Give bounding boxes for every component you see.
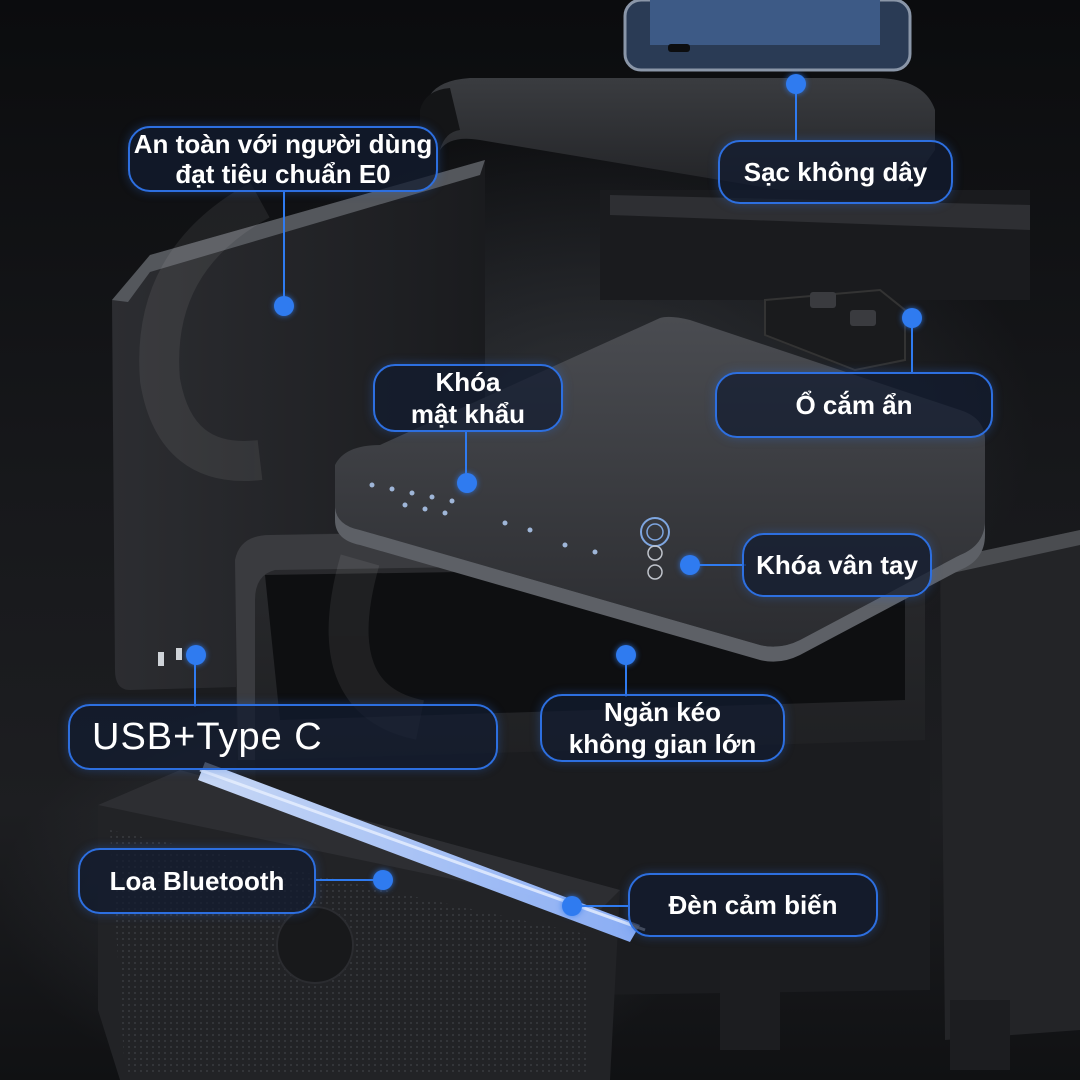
phone-graphic bbox=[623, 0, 912, 72]
callout-fingerprint-label: Khóa vân tay bbox=[756, 550, 918, 580]
connector-password bbox=[465, 430, 467, 480]
callout-drawer-line2: không gian lớn bbox=[568, 729, 757, 759]
marker-dot-safety bbox=[274, 296, 294, 316]
connector-light bbox=[572, 905, 630, 907]
callout-hidden-socket: Ổ cắm ẩn bbox=[715, 372, 993, 438]
marker-dot-drawer bbox=[616, 645, 636, 665]
callout-safety-line1: An toàn với người dùng bbox=[133, 129, 433, 159]
socket-graphic bbox=[764, 288, 906, 372]
callout-fingerprint-lock: Khóa vân tay bbox=[742, 533, 932, 597]
callout-password-line1: Khóa bbox=[435, 367, 501, 397]
marker-dot-usb bbox=[186, 645, 206, 665]
marker-dot-socket bbox=[902, 308, 922, 328]
callout-password-line2: mật khẩu bbox=[410, 399, 526, 429]
callout-speaker-label: Loa Bluetooth bbox=[109, 866, 285, 896]
connector-usb bbox=[194, 655, 196, 707]
callout-safety-line2: đạt tiêu chuẩn E0 bbox=[175, 159, 391, 189]
callout-safety-e0: An toàn với người dùng đạt tiêu chuẩn E0 bbox=[128, 126, 438, 192]
callout-password-lock: Khóa mật khẩu bbox=[373, 364, 563, 432]
callout-light-label: Đèn cảm biến bbox=[668, 890, 838, 920]
connector-fingerprint bbox=[690, 564, 746, 566]
connector-safety bbox=[283, 190, 285, 305]
callout-socket-label: Ổ cắm ẩn bbox=[795, 390, 913, 420]
connector-speaker bbox=[314, 879, 382, 881]
callout-sensor-light: Đèn cảm biến bbox=[628, 873, 878, 937]
callout-large-drawer: Ngăn kéo không gian lớn bbox=[540, 694, 785, 762]
marker-dot-speaker bbox=[373, 870, 393, 890]
callout-usb-typec: USB+Type C bbox=[68, 704, 498, 770]
marker-dot-light bbox=[562, 896, 582, 916]
connector-socket bbox=[911, 318, 913, 374]
callout-wireless-charging: Sạc không dây bbox=[718, 140, 953, 204]
connector-drawer bbox=[625, 655, 627, 697]
callout-bluetooth-speaker: Loa Bluetooth bbox=[78, 848, 316, 914]
marker-dot-wireless bbox=[786, 74, 806, 94]
connector-wireless bbox=[795, 84, 797, 140]
callout-drawer-line1: Ngăn kéo bbox=[603, 697, 722, 727]
callout-usb-label: USB+Type C bbox=[92, 716, 323, 758]
marker-dot-password bbox=[457, 473, 477, 493]
marker-dot-fingerprint bbox=[680, 555, 700, 575]
callout-wireless-label: Sạc không dây bbox=[743, 157, 928, 187]
